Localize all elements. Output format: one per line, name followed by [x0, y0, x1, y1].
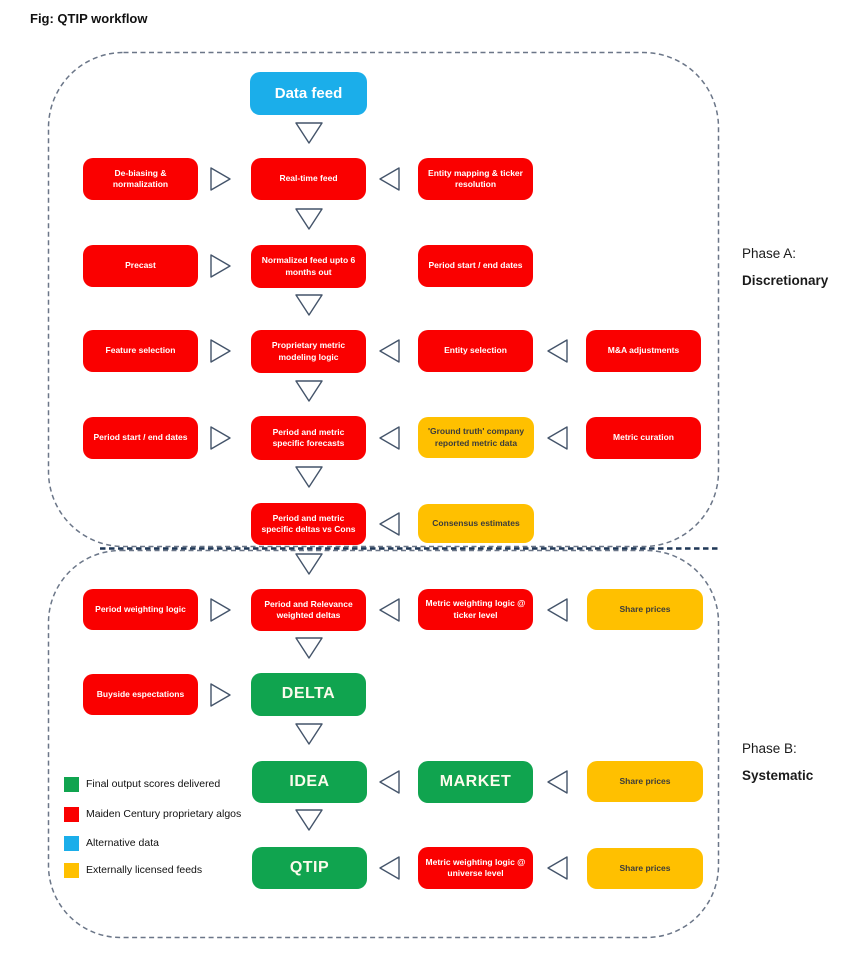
arrow-down-icon	[295, 380, 323, 402]
arrow-left-icon	[379, 167, 400, 191]
phase-a-boundary	[47, 51, 720, 548]
node-metric-curation: Metric curation	[586, 417, 701, 459]
node-share-prices-1: Share prices	[587, 589, 703, 630]
arrow-right-icon	[210, 254, 231, 278]
node-mna-adjustments: M&A adjustments	[586, 330, 701, 372]
legend-swatch-green	[64, 776, 79, 792]
node-period-weighting-logic: Period weighting logic	[83, 589, 198, 630]
node-precast: Precast	[83, 245, 198, 287]
node-data-feed: Data feed	[250, 72, 367, 115]
legend-swatch-red	[64, 806, 79, 822]
phase-b-title: Phase B:	[742, 741, 797, 756]
node-entity-mapping-ticker: Entity mapping & ticker resolution	[418, 158, 533, 200]
arrow-down-icon	[295, 723, 323, 745]
legend-item-final-output: Final output scores delivered	[64, 776, 220, 792]
node-share-prices-2: Share prices	[587, 761, 703, 802]
phase-a-subtitle: Discretionary	[742, 273, 829, 288]
arrow-left-icon	[547, 856, 568, 880]
node-market: MARKET	[418, 761, 533, 803]
arrow-left-icon	[547, 339, 568, 363]
node-idea: IDEA	[252, 761, 367, 803]
phase-b-subtitle: Systematic	[742, 768, 814, 783]
arrow-down-icon	[295, 122, 323, 144]
arrow-left-icon	[379, 426, 400, 450]
node-period-start-end-a: Period start / end dates	[418, 245, 533, 287]
arrow-left-icon	[547, 426, 568, 450]
arrow-left-icon	[379, 512, 400, 536]
arrow-right-icon	[210, 683, 231, 707]
legend-label: Alternative data	[86, 837, 159, 849]
arrow-down-icon	[295, 208, 323, 230]
arrow-right-icon	[210, 339, 231, 363]
node-ground-truth-metric-data: 'Ground truth' company reported metric d…	[418, 417, 534, 458]
node-entity-selection: Entity selection	[418, 330, 533, 372]
node-period-metric-forecasts: Period and metric specific forecasts	[251, 416, 366, 460]
legend-swatch-blue	[64, 835, 79, 851]
node-period-start-end-b: Period start / end dates	[83, 417, 198, 459]
node-feature-selection: Feature selection	[83, 330, 198, 372]
arrow-down-icon	[295, 637, 323, 659]
phase-a-label: Phase A: Discretionary	[742, 240, 828, 294]
node-metric-weighting-ticker: Metric weighting logic @ ticker level	[418, 589, 533, 630]
figure-title: Fig: QTIP workflow	[30, 11, 148, 26]
phase-b-boundary	[47, 549, 720, 939]
legend-item-alternative-data: Alternative data	[64, 835, 159, 851]
legend-item-external-feeds: Externally licensed feeds	[64, 862, 202, 878]
arrow-down-icon	[295, 553, 323, 575]
arrow-left-icon	[547, 598, 568, 622]
node-share-prices-3: Share prices	[587, 848, 703, 889]
node-buyside-espectations: Buyside espectations	[83, 674, 198, 715]
phase-b-label: Phase B: Systematic	[742, 735, 813, 789]
legend-label: Maiden Century proprietary algos	[86, 808, 242, 820]
arrow-left-icon	[379, 598, 400, 622]
node-period-relevance-weighted-deltas: Period and Relevance weighted deltas	[251, 589, 366, 631]
arrow-down-icon	[295, 809, 323, 831]
node-delta: DELTA	[251, 673, 366, 716]
legend-label: Final output scores delivered	[86, 778, 221, 790]
node-proprietary-metric-modeling: Proprietary metric modeling logic	[251, 330, 366, 373]
node-qtip: QTIP	[252, 847, 367, 889]
legend-label: Externally licensed feeds	[86, 864, 203, 876]
node-normalized-feed: Normalized feed upto 6 months out	[251, 245, 366, 288]
node-consensus-estimates: Consensus estimates	[418, 504, 534, 543]
node-de-biasing-normalization: De-biasing & normalization	[83, 158, 198, 200]
arrow-down-icon	[295, 466, 323, 488]
arrow-down-icon	[295, 294, 323, 316]
arrow-right-icon	[210, 426, 231, 450]
node-metric-weighting-universe: Metric weighting logic @ universe level	[418, 847, 533, 889]
arrow-right-icon	[210, 167, 231, 191]
arrow-right-icon	[210, 598, 231, 622]
legend-item-proprietary-algos: Maiden Century proprietary algos	[64, 806, 241, 822]
phase-a-title: Phase A:	[742, 246, 797, 261]
arrow-left-icon	[379, 339, 400, 363]
node-real-time-feed: Real-time feed	[251, 158, 366, 200]
node-deltas-vs-cons: Period and metric specific deltas vs Con…	[251, 503, 366, 545]
arrow-left-icon	[379, 856, 400, 880]
legend-swatch-yellow	[64, 862, 79, 878]
arrow-left-icon	[379, 770, 400, 794]
arrow-left-icon	[547, 770, 568, 794]
